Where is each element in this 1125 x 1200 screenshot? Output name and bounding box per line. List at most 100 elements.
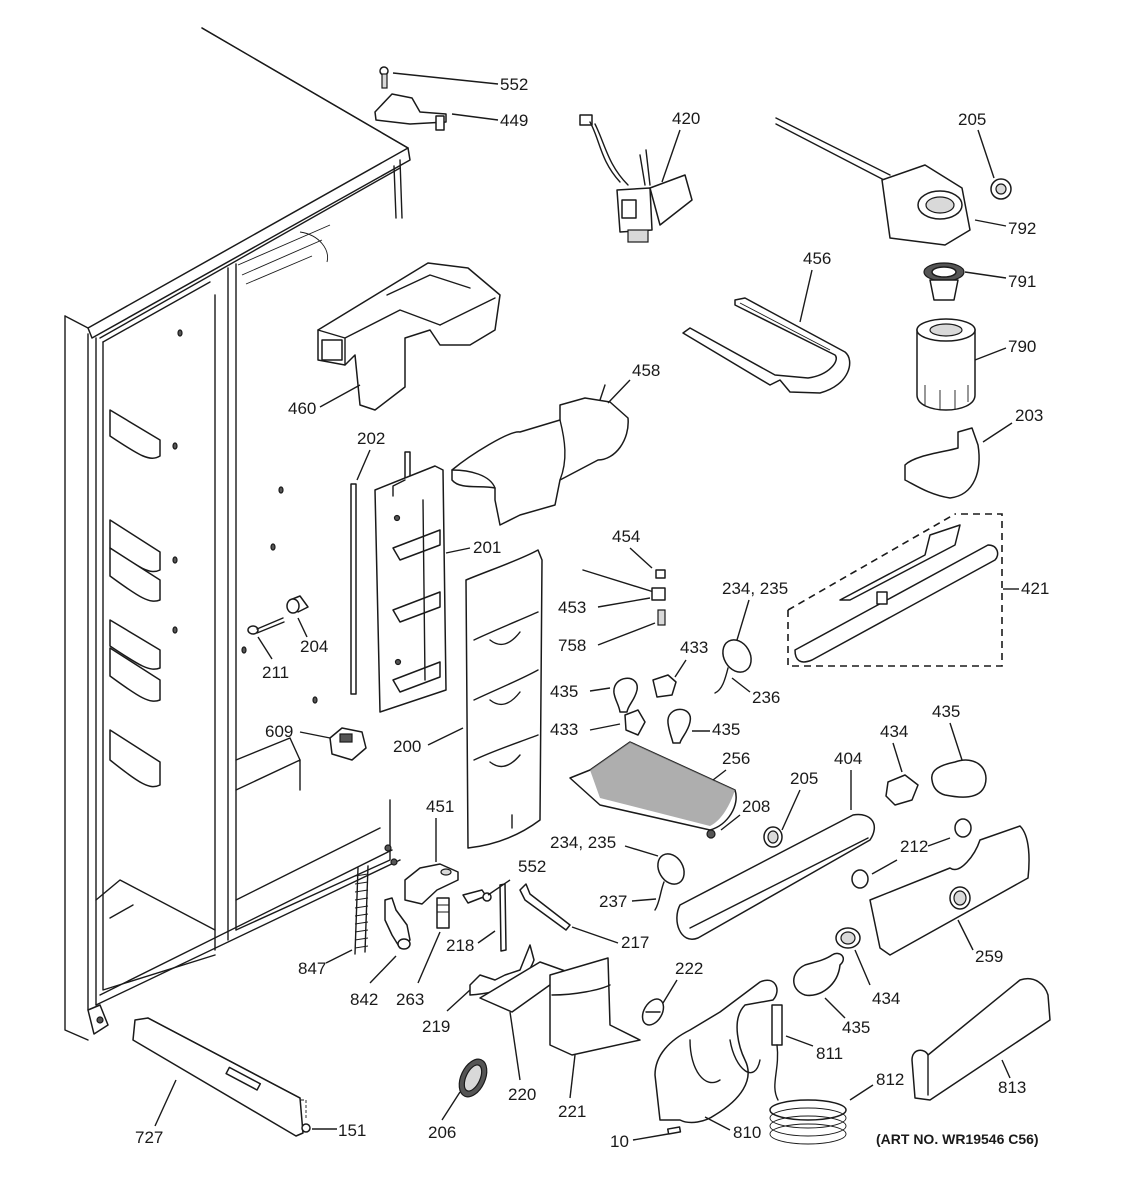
leader-line	[720, 814, 741, 831]
bulb-435-lower	[793, 952, 844, 997]
callout-label-449: 449	[500, 111, 528, 130]
water-filter-790	[916, 318, 976, 411]
rod-218	[499, 883, 507, 952]
bracket-451	[404, 863, 459, 905]
callout-label-234-235: 234, 235	[550, 833, 616, 852]
leader-line	[781, 789, 801, 831]
callout-label-434: 434	[872, 989, 900, 1008]
leader-line	[632, 1133, 669, 1141]
top-hinge-449	[374, 93, 447, 125]
leader-line	[704, 1116, 731, 1131]
screw-552-lower	[462, 889, 492, 904]
leader-line	[974, 347, 1007, 361]
leader-line	[982, 422, 1013, 443]
dispenser-switch-420	[579, 114, 693, 243]
leader-line	[392, 72, 499, 85]
leader-line	[824, 997, 846, 1019]
callout-label-454: 454	[612, 527, 640, 546]
leader-line	[964, 271, 1007, 279]
grommets-212	[851, 818, 972, 889]
grommet-205-lower	[763, 826, 783, 848]
leader-line	[417, 931, 441, 984]
lever-842	[384, 897, 411, 950]
leader-line	[849, 1084, 874, 1101]
callout-label-842: 842	[350, 990, 378, 1009]
seal-222	[641, 998, 665, 1026]
bulbs-435	[613, 677, 691, 744]
callout-label-212: 212	[900, 837, 928, 856]
leader-line	[487, 879, 511, 896]
callout-label-217: 217	[621, 933, 649, 952]
light-switch-453	[582, 569, 666, 626]
screw-151	[301, 1099, 311, 1133]
callout-label-811: 811	[816, 1044, 843, 1063]
callout-label-435: 435	[932, 702, 960, 721]
callout-label-10: 10	[610, 1132, 629, 1151]
leader-line	[569, 1054, 576, 1099]
callout-label-451: 451	[426, 797, 454, 816]
callout-label-202: 202	[357, 429, 385, 448]
leader-line	[731, 677, 751, 693]
callout-label-460: 460	[288, 399, 316, 418]
callout-label-220: 220	[508, 1085, 536, 1104]
leader-line	[325, 949, 353, 964]
leader-line	[446, 989, 471, 1012]
callout-label-433: 433	[550, 720, 578, 739]
callout-label-206: 206	[428, 1123, 456, 1142]
leader-line	[957, 919, 974, 951]
leader-line	[977, 129, 995, 179]
callout-label-205: 205	[958, 110, 986, 129]
control-panel-421	[787, 513, 1003, 667]
dispenser-front-200	[465, 549, 543, 849]
bracket-221	[549, 957, 641, 1056]
callout-label-435: 435	[712, 720, 740, 739]
grille-206	[458, 1058, 488, 1098]
leader-line	[974, 219, 1007, 227]
cover-201	[374, 465, 447, 713]
callout-label-234-235: 234, 235	[722, 579, 788, 598]
callout-label-221: 221	[558, 1102, 586, 1121]
callout-label-203: 203	[1015, 406, 1043, 425]
callout-label-151: 151	[338, 1121, 366, 1140]
socket-434-upper	[885, 774, 919, 806]
callout-label-609: 609	[265, 722, 293, 741]
callout-label-790: 790	[1008, 337, 1036, 356]
bulb-435-upper	[931, 759, 987, 798]
filter-adapter-791	[923, 262, 965, 301]
coil-812	[769, 1044, 847, 1145]
shelf-rails	[109, 409, 161, 788]
leader-line	[949, 722, 963, 761]
leader-line	[154, 1079, 177, 1127]
water-tank-810	[654, 979, 778, 1124]
grommet-205	[990, 178, 1012, 200]
leader-line	[661, 129, 681, 183]
callout-label-552: 552	[518, 857, 546, 876]
screw-208	[706, 829, 716, 839]
hinge-screw-552	[379, 66, 389, 89]
callout-label-758: 758	[558, 636, 586, 655]
leader-line	[589, 723, 621, 731]
refrigerator-cabinet	[64, 27, 411, 1041]
bracket-456	[682, 297, 851, 394]
screw-10	[666, 1126, 682, 1135]
screw-211	[247, 617, 285, 635]
callout-label-458: 458	[632, 361, 660, 380]
filter-cap-203	[904, 427, 980, 499]
tray-256	[569, 741, 737, 831]
callout-label-404: 404	[834, 749, 862, 768]
switch-609	[329, 727, 367, 761]
leader-line	[607, 379, 631, 404]
callout-label-792: 792	[1008, 219, 1036, 238]
leader-line	[871, 859, 898, 875]
callout-label-218: 218	[446, 936, 474, 955]
leader-line	[674, 659, 687, 678]
leader-line	[736, 599, 750, 641]
fitting-811	[771, 1004, 783, 1046]
spring-847	[354, 865, 369, 955]
leader-line	[1001, 1059, 1011, 1079]
callout-label-812: 812	[876, 1070, 904, 1089]
leader-line	[445, 547, 471, 554]
leader-line	[629, 547, 653, 569]
